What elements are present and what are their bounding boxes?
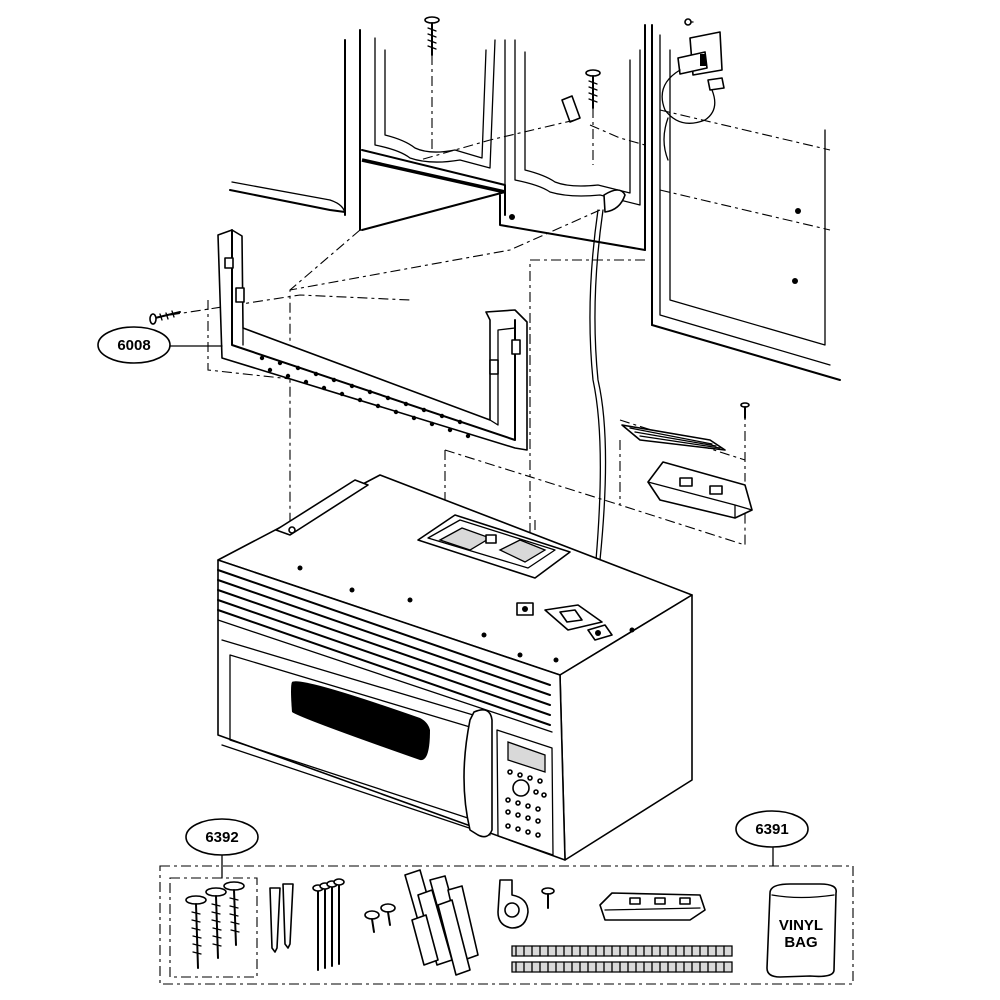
callout-6008-label: 6008 [117, 337, 150, 354]
vent-adapter [599, 892, 706, 921]
small-screws [364, 903, 396, 933]
wing-toggles [404, 869, 479, 976]
damper-assembly [647, 461, 753, 519]
clamp-screw [541, 887, 555, 909]
top-cabinet-screw-left [424, 16, 440, 56]
cord-clamp [497, 879, 529, 929]
power-outlet [677, 18, 725, 91]
callout-6392-label: 6392 [205, 829, 238, 846]
power-cord [571, 69, 716, 623]
upper-cabinets [229, 24, 841, 381]
top-mounting-openings [297, 514, 635, 663]
long-wood-screws [185, 881, 245, 969]
top-cabinet-screw-right [585, 69, 601, 109]
microwave-oven [217, 474, 693, 861]
anchor-screws [269, 883, 294, 953]
door-handle [463, 709, 493, 838]
microwave-window [291, 681, 430, 761]
filter-strips [511, 945, 733, 973]
vinyl-bag-label-line2: BAG [784, 934, 817, 951]
mounting-plate-holes [259, 355, 471, 439]
top-vent-plate [621, 424, 726, 451]
parts-kit-box: 6391 6392 [159, 810, 854, 985]
vinyl-bag-label-line1: VINYL [779, 917, 823, 934]
mounting-plate [217, 229, 528, 451]
damper-screw [740, 402, 750, 419]
toggle-bolt [561, 95, 581, 123]
mounting-plate-screw [149, 310, 181, 325]
vinyl-bag: VINYL BAG [766, 883, 837, 978]
microwave-vent-grille [217, 569, 553, 733]
callout-6008: 6008 [97, 326, 223, 364]
toggle-bolts [312, 878, 345, 971]
callout-6391-label: 6391 [755, 821, 788, 838]
control-panel [496, 729, 554, 856]
